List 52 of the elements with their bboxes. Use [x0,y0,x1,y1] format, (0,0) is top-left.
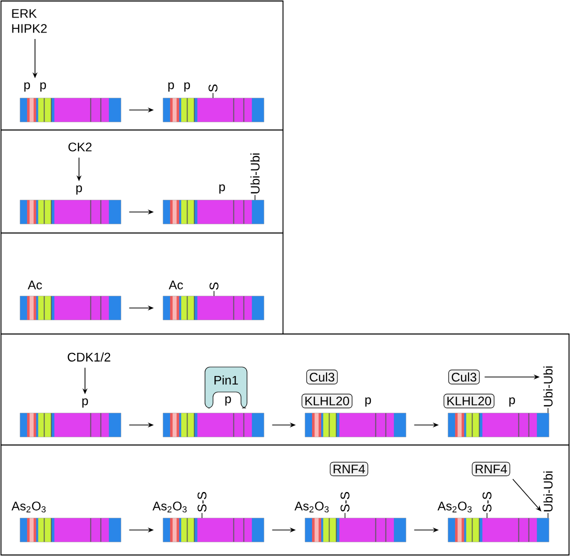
protein-box: KLHL20 [444,394,494,408]
phospho-site: p p [24,82,46,92]
phospho-site: p [76,185,82,195]
modification-label: S-S [198,492,206,518]
panel-frame [0,130,284,234]
enzyme-name: ERK HIPK2 [12,9,47,33]
modification-label: As$_{2}$O$_{3}$ [294,502,329,512]
protein-bar [20,98,122,122]
modification-label: As$_{2}$O$_{3}$ [438,502,472,512]
modification-label: p [219,184,225,194]
protein-bar [162,98,264,122]
pin1-protein: Pin1 p [204,366,248,408]
protein-bar [304,412,406,438]
modification-label: As$_{2}$O$_{3}$ [152,502,187,512]
modification-label: Ubi-Ubi [543,366,553,414]
modification-label: p [184,82,190,92]
panel-frame [0,0,284,130]
panel-frame [0,232,284,334]
protein-box: Cul3 [306,370,338,384]
modification-label: Ac [168,280,183,290]
phospho-site: p [82,398,88,408]
modification-label: p [168,82,174,92]
protein-bar [448,518,550,542]
modification-label: Ac [28,280,42,290]
protein-box: RNF4 [472,462,510,476]
protein-bar [304,518,406,542]
panel-frame [0,334,570,446]
modification-label: p [509,397,515,407]
protein-box: KLHL20 [302,394,352,408]
protein-bar [162,200,264,224]
protein-bar [448,412,550,438]
modification-label: S [208,84,218,98]
modification-label: Ubi-Ubi [543,472,553,518]
protein-bar [162,518,264,542]
arrow [512,478,542,512]
modification-label: p [365,397,371,407]
protein-bar [20,296,122,320]
modification-label: S [210,282,218,296]
protein-bar [162,412,264,438]
modification-label: S-S [482,492,492,518]
modification-label: Ubi-Ubi [250,153,260,200]
protein-box: Cul3 [448,370,480,384]
protein-bar [20,200,122,224]
protein-bar [162,296,264,320]
enzyme-name: CK2 [68,142,92,152]
enzyme-name: CDK1/2 [68,352,110,362]
modification-label: S-S [340,492,350,518]
modification-label: As$_{2}$O$_{3}$ [12,502,46,512]
protein-box: RNF4 [330,462,368,476]
protein-bar [20,518,122,542]
protein-bar [20,412,122,438]
panel-frame [0,444,570,556]
